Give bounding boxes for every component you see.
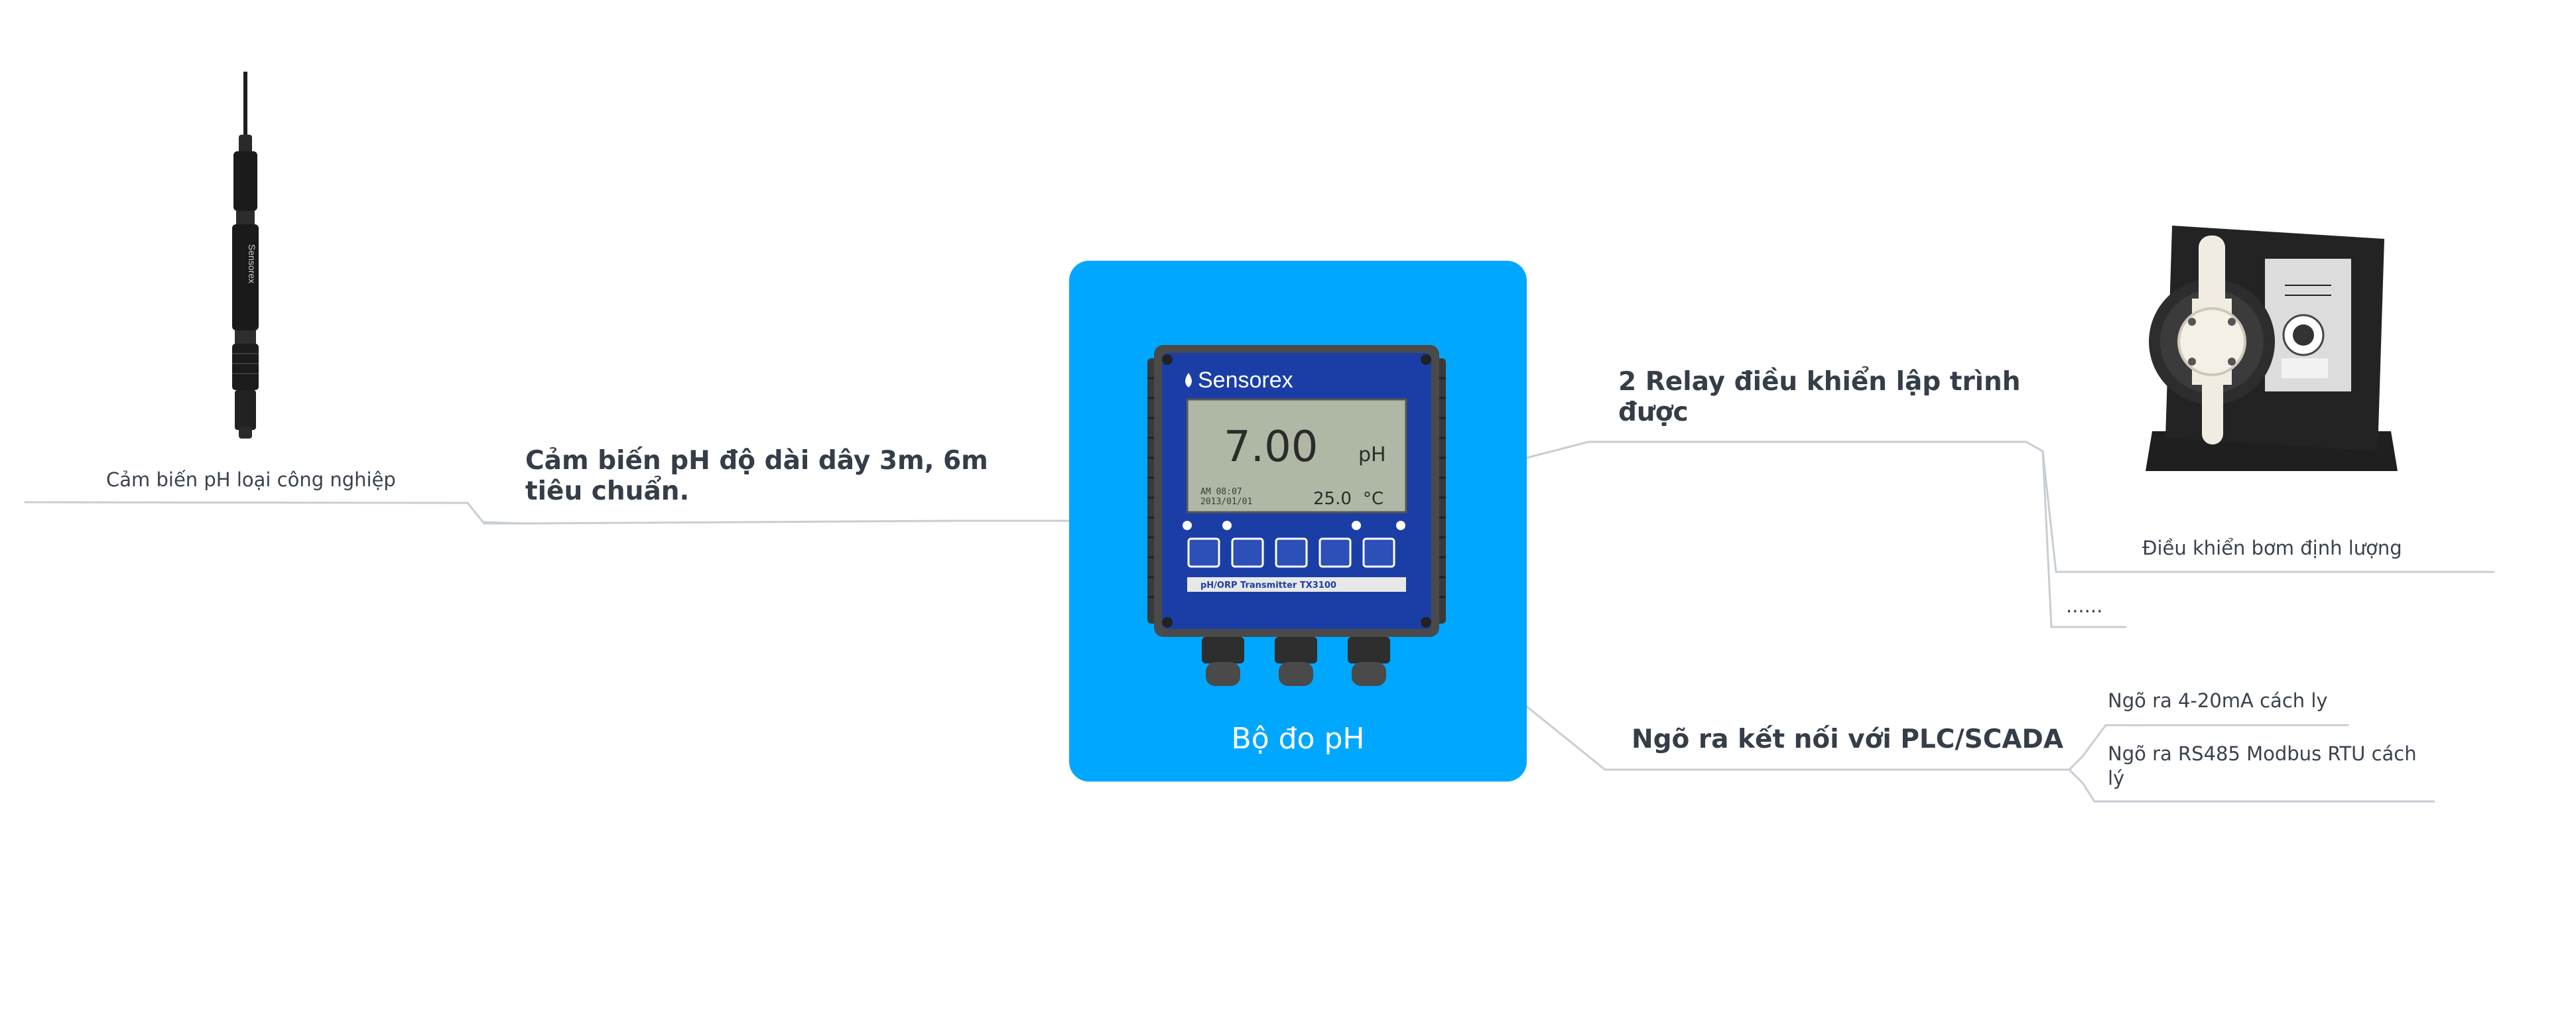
- topic-ph-sensor-cable-line2: tiêu chuẩn.: [525, 476, 690, 506]
- svg-text:°C: °C: [1363, 489, 1384, 509]
- topic-ph-sensor-cable[interactable]: Cảm biến pH độ dài dây 3m, 6m tiêu chuẩn…: [525, 446, 990, 507]
- subtopic-rs485-modbus-output[interactable]: Ngõ ra RS485 Modbus RTU cách lý: [2108, 742, 2453, 791]
- connector-central-left: [483, 519, 1070, 525]
- svg-text:AM 08:07: AM 08:07: [1200, 487, 1242, 497]
- subtopic-4-20ma-output[interactable]: Ngõ ra 4-20mA cách ly: [2108, 689, 2328, 712]
- topic-programmable-relay-line2: được: [1618, 397, 1689, 427]
- svg-text:7.00: 7.00: [1224, 423, 1319, 472]
- ph-sensor-image: Sensorex: [232, 72, 259, 439]
- connector-rightbottom-child1: [2068, 724, 2349, 771]
- topic-programmable-relay-line1: 2 Relay điều khiển lập trình: [1618, 367, 2021, 397]
- topic-plc-scada-output[interactable]: Ngõ ra kết nối với PLC/SCADA: [1632, 724, 2064, 754]
- connector-rightbottom-child2: [2068, 768, 2435, 803]
- svg-text:pH: pH: [1358, 443, 1386, 466]
- subtopic-dosing-pump-control[interactable]: Điều khiển bơm định lượng: [2142, 537, 2402, 559]
- connector-central-righttop: [1525, 441, 2028, 459]
- subtopic-more[interactable]: ......: [2066, 594, 2103, 617]
- svg-text:Sensorex: Sensorex: [247, 244, 257, 283]
- svg-text:25.0: 25.0: [1313, 489, 1352, 509]
- connector-righttop-child2: [2025, 441, 2127, 628]
- svg-text:pH/ORP Transmitter TX3100: pH/ORP Transmitter TX3100: [1200, 581, 1336, 590]
- device-brand: Sensorex: [1198, 368, 1293, 393]
- connector-central-rightbottom: [1525, 705, 2071, 771]
- ph-transmitter-image: Sensorex 7.00 pH AM 08:07 2013/01/01 25.…: [1147, 345, 1446, 686]
- topic-ph-sensor-cable-line1: Cảm biến pH độ dài dây 3m, 6m: [525, 446, 988, 476]
- central-topic-title: Bộ đo pH: [1231, 722, 1365, 756]
- subtopic-rs485-line2: lý: [2108, 767, 2125, 790]
- subtopic-rs485-line1: Ngõ ra RS485 Modbus RTU cách: [2108, 742, 2417, 765]
- topic-programmable-relay[interactable]: 2 Relay điều khiển lập trình được: [1618, 367, 2083, 428]
- connector-left-child: [24, 501, 532, 525]
- subtopic-industrial-ph-sensor[interactable]: Cảm biến pH loại công nghiệp: [106, 468, 396, 491]
- svg-text:2013/01/01: 2013/01/01: [1200, 497, 1252, 507]
- dosing-pump-image: [2146, 226, 2398, 471]
